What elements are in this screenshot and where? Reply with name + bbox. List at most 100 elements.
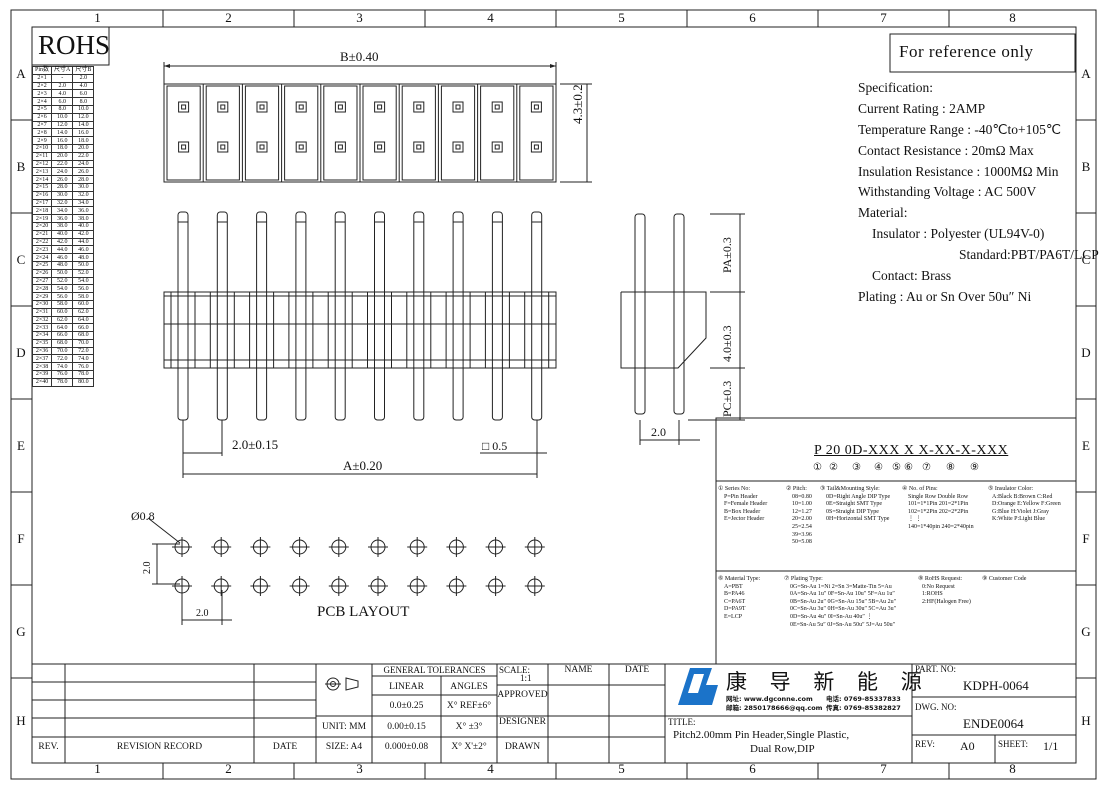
table-cell: -: [51, 73, 74, 83]
dim-a: A±0.20: [343, 458, 383, 473]
code-circle-marker: ⑨: [970, 462, 979, 473]
table-cell: 22.0: [51, 159, 74, 169]
front-view-body: [163, 291, 557, 369]
pin: [334, 211, 346, 421]
inner-frame: [31, 26, 1077, 764]
row-label: A: [1081, 65, 1091, 81]
column-label: 1: [94, 10, 101, 25]
table-cell: 26.0: [72, 167, 95, 177]
legend-item: 25=2.54: [792, 523, 812, 530]
row-label: F: [17, 530, 25, 546]
spec-line: Standard:PBT/PA6T/LCP: [959, 247, 1099, 262]
table-cell: 38.0: [51, 221, 74, 231]
table-cell: 2×9: [31, 136, 53, 145]
legend-pitch: ② Pitch: 08=0.80 10=1.00 12=1.27 20=2.00…: [786, 486, 812, 547]
company-web: 网址: www.dgconne.com: [726, 695, 813, 703]
legend-item: 0:No Request: [922, 583, 955, 590]
table-cell: 30.0: [51, 190, 74, 200]
dim-pitch: 2.0±0.15: [232, 437, 279, 452]
legend-item: 10=1.00: [792, 501, 812, 508]
table-cell: 28.0: [72, 175, 95, 184]
row-label: A: [16, 65, 26, 81]
table-cell: 80.0: [72, 377, 95, 387]
company-fax: 传真: 0769-85382827: [826, 704, 901, 712]
legend-item: 0A=Sn-Au 1u″ 0F=Sn-Au 10u″ 5F=Au 1u″: [790, 591, 895, 598]
table-cell: 2×31: [31, 307, 53, 317]
table-cell: 4.0: [72, 81, 95, 91]
table-cell: 36.0: [51, 214, 74, 223]
table-cell: 50.0: [72, 260, 95, 270]
rev-column-label: REV.: [38, 742, 59, 752]
code-circle-marker: ④: [874, 462, 883, 473]
part-no-label: PART. NO:: [915, 664, 956, 674]
legend-item: 0B=Sn-Au 2u″ 0G=Sn-Au 15u″ 5B=Au 2u″: [790, 598, 897, 605]
code-circle-marker: ⑥: [904, 462, 913, 473]
legend-item: 2:HF(Halogen Free): [922, 598, 971, 605]
table-cell: 2×18: [31, 206, 53, 216]
column-label: 8: [1009, 10, 1016, 25]
pin: [491, 211, 503, 421]
table-cell: 60.0: [51, 307, 74, 317]
legend-item: 0S=Straight DIP Type: [826, 508, 879, 515]
table-cell: 38.0: [72, 214, 95, 223]
side-view: [620, 213, 745, 445]
legend-color-title: ⑤ Insulator Color:: [988, 486, 1034, 492]
spec-line: Temperature Range : -40℃to+105℃: [858, 122, 1062, 137]
legend-pins: ④ No. of Pins: Single Row Double Row 101…: [902, 486, 974, 532]
spec-line: Insulation Resistance : 1000MΩ Min: [858, 164, 1059, 179]
table-cell: 2×33: [31, 323, 53, 333]
legend-item: D=PA9T: [724, 606, 746, 613]
column-label: 2: [225, 761, 232, 776]
sheet-value: 1/1: [1043, 739, 1059, 753]
legend-item: 08=0.80: [792, 493, 812, 500]
part-no: KDPH-0064: [963, 678, 1029, 693]
drawn-label: DRAWN: [504, 742, 541, 752]
legend-item: E=Jector Header: [724, 516, 765, 523]
table-cell: 10.0: [72, 104, 95, 114]
part-code: P 20 0D-XXX X X-XX-X-XXX: [814, 443, 1009, 458]
table-cell: 56.0: [72, 284, 95, 294]
zone-dividers: [11, 10, 1096, 779]
table-cell: 2×26: [31, 268, 53, 278]
table-cell: 70.0: [72, 338, 95, 348]
dim-b: B±0.40: [340, 49, 379, 64]
legend-item: 50=5.08: [792, 539, 812, 546]
table-cell: 18.0: [72, 136, 95, 145]
table-cell: 2×27: [31, 276, 53, 286]
dim-square: □ 0.5: [482, 439, 508, 453]
table-cell: 62.0: [51, 315, 74, 325]
revision-record-label: REVISION RECORD: [116, 742, 203, 752]
table-cell: 2×16: [31, 190, 53, 200]
table-cell: 2×8: [31, 128, 53, 138]
spec-line: Material:: [858, 205, 908, 220]
row-label: C: [1081, 251, 1091, 267]
table-cell: 66.0: [51, 331, 74, 340]
table-cell: 72.0: [51, 354, 74, 364]
table-cell: 8.0: [72, 97, 95, 106]
table-cell: 72.0: [72, 346, 95, 356]
tol-angle-1: X° REF±6°: [446, 701, 492, 711]
dim-pcb-vertical: 2.0: [142, 561, 153, 575]
table-cell: 2×4: [31, 97, 53, 106]
dwg-no-label: DWG. NO:: [915, 702, 957, 712]
table-cell: 2×17: [31, 198, 53, 208]
table-cell: 10.0: [51, 112, 74, 122]
legend-item: 39=3.96: [792, 531, 812, 538]
reference-box: [889, 33, 1076, 73]
rev-label: REV:: [915, 739, 935, 749]
table-cell: 2×37: [31, 354, 53, 364]
spec-line: Withstanding Voltage : AC 500V: [858, 184, 1037, 199]
